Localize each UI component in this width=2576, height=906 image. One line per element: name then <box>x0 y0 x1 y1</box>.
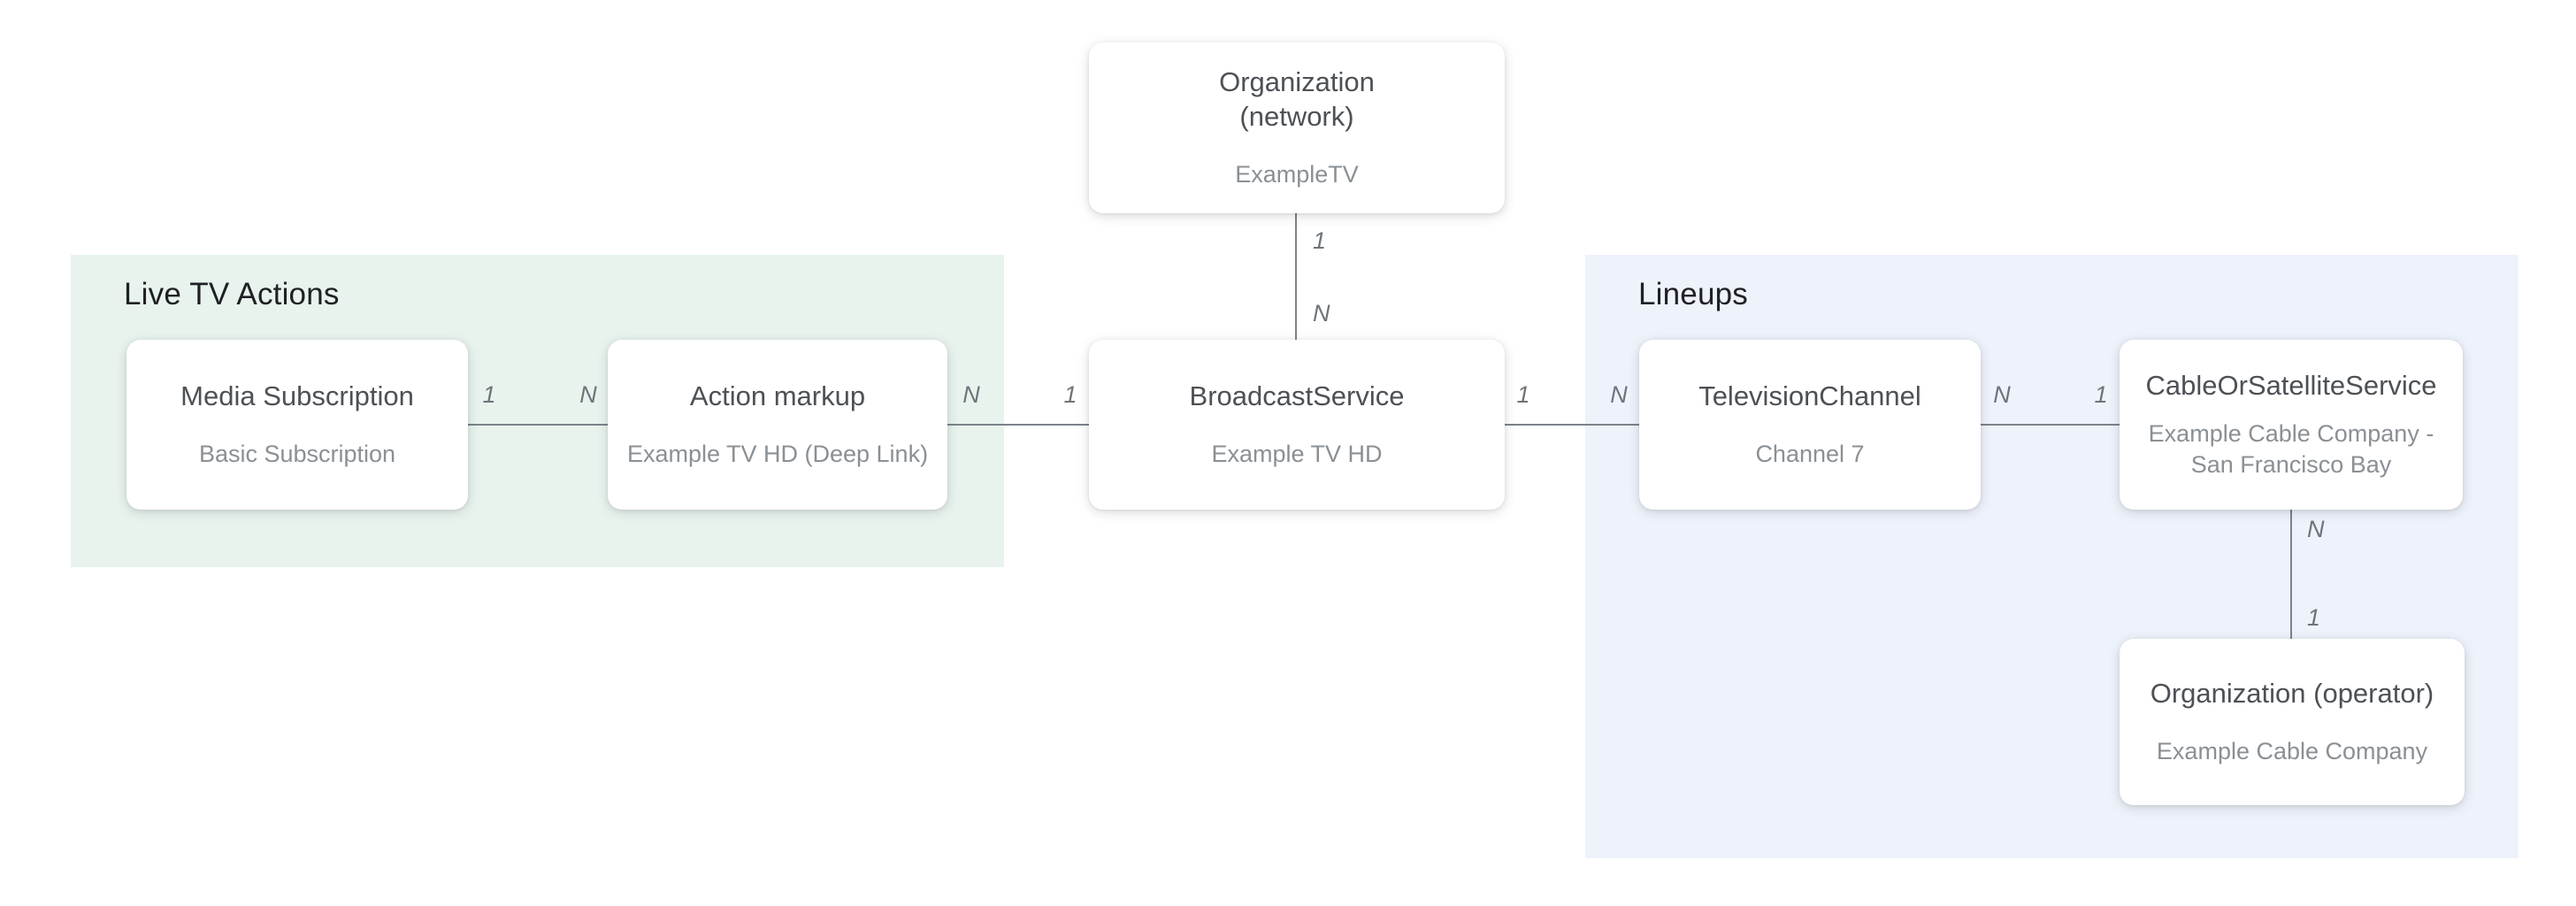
section-title-lineups: Lineups <box>1638 277 1749 311</box>
node-title: Organization (network) <box>1219 66 1375 132</box>
cardinality-label: 1 <box>2307 604 2321 631</box>
node-title: Action markup <box>689 380 866 412</box>
node-organization-network: Organization (network) ExampleTV <box>1089 42 1505 213</box>
connector-mediasub-action <box>468 424 608 426</box>
cardinality-label: 1 <box>1516 381 1530 408</box>
node-action-markup: Action markup Example TV HD (Deep Link) <box>608 340 947 510</box>
connector-action-broadcast <box>947 424 1089 426</box>
node-subtitle: Example Cable Company - San Francisco Ba… <box>2148 420 2434 479</box>
cardinality-label: N <box>579 381 597 408</box>
cardinality-label: N <box>1610 381 1628 408</box>
cardinality-label: N <box>2307 516 2325 542</box>
section-title-live-tv-actions: Live TV Actions <box>124 277 340 311</box>
cardinality-label: N <box>1313 300 1330 326</box>
cardinality-label: 1 <box>1313 227 1327 254</box>
cardinality-label: 1 <box>2094 381 2108 408</box>
cardinality-label: 1 <box>1063 381 1077 408</box>
cardinality-label: N <box>1993 381 2011 408</box>
node-subtitle: Example TV HD <box>1211 440 1383 467</box>
connector-cable-operator <box>2290 510 2292 639</box>
connector-network-broadcast <box>1295 213 1297 340</box>
cardinality-label: 1 <box>482 381 496 408</box>
node-cable-or-satellite-service: CableOrSatelliteService Example Cable Co… <box>2120 340 2463 510</box>
node-subtitle: Channel 7 <box>1755 440 1865 467</box>
cardinality-label: N <box>962 381 980 408</box>
node-media-subscription: Media Subscription Basic Subscription <box>126 340 468 510</box>
node-subtitle: Basic Subscription <box>198 440 396 467</box>
node-television-channel: TelevisionChannel Channel 7 <box>1639 340 1981 510</box>
connector-broadcast-channel <box>1505 424 1639 426</box>
node-title: Media Subscription <box>180 380 414 412</box>
node-title: CableOrSatelliteService <box>2145 369 2437 401</box>
node-broadcast-service: BroadcastService Example TV HD <box>1089 340 1505 510</box>
node-title: BroadcastService <box>1189 380 1405 412</box>
node-subtitle: ExampleTV <box>1235 160 1359 188</box>
node-organization-operator: Organization (operator) Example Cable Co… <box>2120 639 2465 805</box>
node-title: TelevisionChannel <box>1698 380 1921 412</box>
node-title: Organization (operator) <box>2150 678 2434 710</box>
connector-channel-cable <box>1981 424 2120 426</box>
node-subtitle: Example Cable Company <box>2156 737 2428 764</box>
node-subtitle: Example TV HD (Deep Link) <box>626 440 929 467</box>
